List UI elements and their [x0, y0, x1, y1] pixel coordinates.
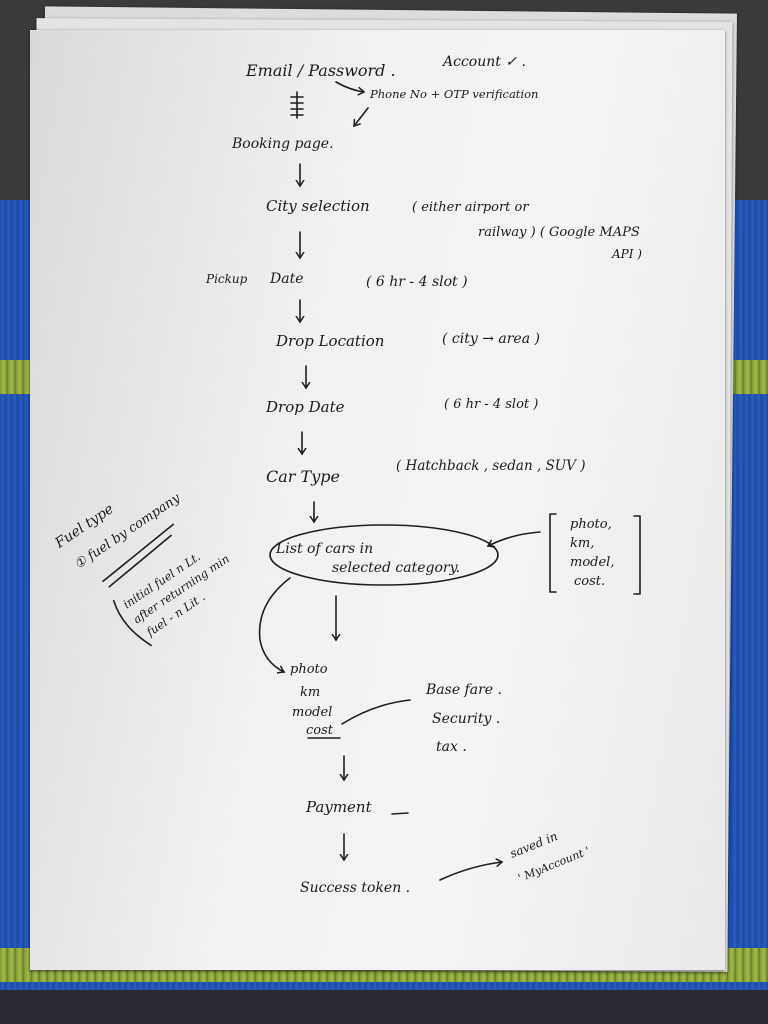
side-bracket [112, 599, 152, 647]
account-note: Account ✓ . [441, 54, 526, 70]
city-selection-step: City selection [266, 197, 370, 215]
bracket-right [633, 515, 641, 595]
arrow-to-otp [335, 81, 364, 92]
city-note: API ) [611, 247, 642, 261]
arrow-from-otp [354, 107, 369, 126]
bracket-left [549, 513, 557, 593]
strike-through [102, 523, 175, 588]
detail-item: photo [290, 662, 328, 677]
drop-date-step: Drop Date [265, 398, 345, 416]
dash-mark [391, 812, 409, 815]
detail-item: km [300, 685, 320, 700]
success-token-step: Success token . [300, 880, 410, 896]
otp-step: Phone No + OTP verification [369, 87, 538, 101]
list-of-cars-step: List of cars in [275, 541, 373, 557]
pickup-slot-note: ( 6 hr - 4 slot ) [366, 274, 468, 290]
scribble-mark [290, 91, 304, 119]
bracket-item: cost. [574, 574, 605, 589]
city-note: railway ) ( Google MAPS [478, 225, 640, 240]
drop-date-note: ( 6 hr - 4 slot ) [444, 397, 538, 412]
floor [0, 990, 768, 1024]
arrow-to-saved [439, 862, 502, 881]
drop-location-step: Drop Location [275, 332, 384, 350]
login-step: Email / Password . [245, 61, 396, 80]
paper-sheet [30, 30, 725, 970]
pickup-date-step: Date [269, 271, 303, 287]
booking-page-step: Booking page. [231, 136, 334, 152]
fuel-side-note: Fuel type ① fuel by company initial fuel… [52, 490, 232, 647]
arrow-from-bracket [488, 531, 541, 546]
fare-item: Security . [432, 711, 500, 727]
pickup-label: Pickup [205, 272, 248, 286]
drop-location-note: ( city → area ) [442, 331, 540, 347]
fare-item: tax . [436, 739, 467, 755]
detail-item: cost [306, 723, 334, 738]
saved-note: saved in [508, 829, 560, 861]
fare-item: Base fare . [425, 682, 502, 698]
bracket-item: model, [570, 555, 614, 570]
bracket-item: km, [570, 536, 594, 551]
curved-arrow [258, 577, 291, 672]
car-type-note: ( Hatchback , sedan , SUV ) [396, 458, 585, 474]
detail-item: model [292, 705, 332, 720]
list-of-cars-step: selected category. [332, 560, 460, 576]
bracket-item: photo, [570, 517, 612, 532]
payment-step: Payment [305, 798, 373, 816]
city-note: ( either airport or [412, 200, 529, 215]
car-type-step: Car Type [266, 467, 340, 486]
cost-connector [341, 699, 411, 725]
list-ellipse [269, 524, 499, 586]
